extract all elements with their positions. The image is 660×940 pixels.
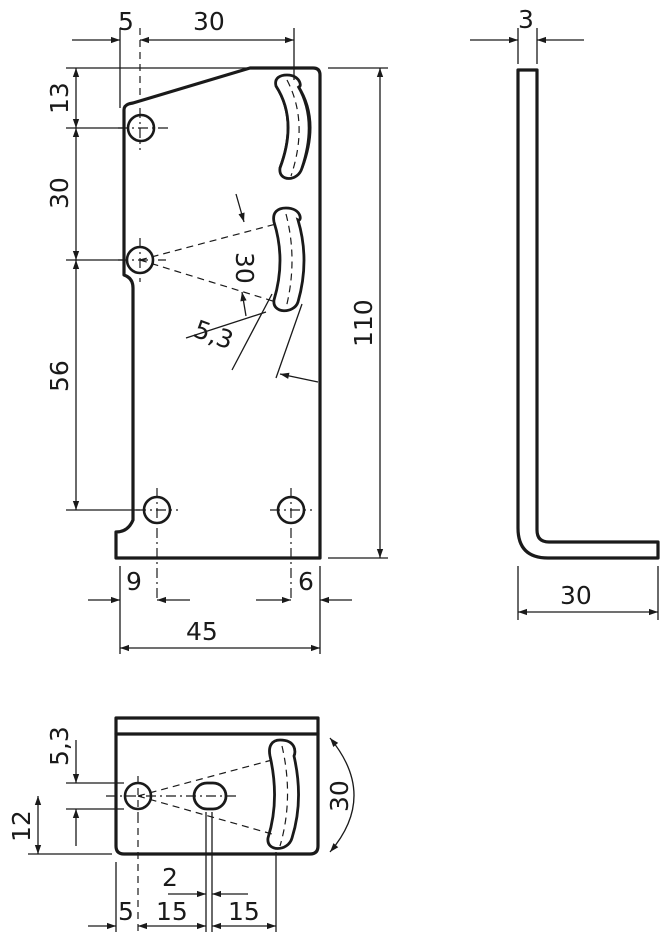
ext-slot-width-b [275, 303, 303, 379]
dim-bv-left-offset: 5 [118, 897, 134, 926]
bottom-view: 5,3 12 30 2 5 15 15 [7, 716, 355, 932]
dim-slot-angle-arrow-bottom [240, 291, 247, 317]
dim-bv-spacing-2: 15 [228, 897, 260, 926]
dim-flange: 30 [560, 581, 592, 610]
dim-bottom-angle: 30 [325, 780, 354, 812]
dim-top-offset: 5 [118, 7, 134, 36]
dim-width: 45 [186, 617, 218, 646]
arc-slot-middle [272, 206, 306, 313]
arc-slot-upper-body [274, 73, 311, 180]
dim-bottom-angle-arc [329, 737, 355, 853]
bottom-arc-slot-centerline [279, 745, 289, 847]
bottom-arc-slot [266, 738, 300, 850]
bottom-view-outline [114, 716, 320, 856]
side-view: 3 30 [470, 5, 660, 620]
slot-middle-centerline [285, 213, 293, 309]
front-view-outline [114, 66, 322, 560]
dim-right-hole-offset: 6 [298, 567, 314, 596]
dim-top-margin: 13 [45, 82, 74, 114]
dim-slot-width: 5,3 [190, 314, 237, 355]
dim-hole-spacing: 30 [45, 177, 74, 209]
slot-upper-centerline [286, 79, 300, 177]
dim-bv-small-offset: 2 [162, 863, 178, 892]
dim-bottom-height: 12 [7, 810, 36, 842]
front-view: 5 30 13 30 56 110 30 [45, 7, 388, 654]
dim-slot-angle: 30 [230, 252, 259, 284]
dim-slot-angle-arrow-top [235, 193, 245, 223]
dim-bottom-slot-width: 5,3 [45, 726, 74, 766]
dim-height: 110 [349, 299, 378, 347]
side-view-profile [516, 68, 660, 560]
dim-slot-width-leader [185, 311, 267, 339]
dim-thickness: 3 [518, 5, 534, 34]
dim-slot-width-arrow [279, 372, 319, 383]
dim-lower-spacing: 56 [45, 360, 74, 392]
dim-left-hole-offset: 9 [126, 567, 142, 596]
dim-top-width: 30 [193, 7, 225, 36]
ext-slot-width-a [231, 293, 273, 371]
front-dimensions: 5 30 13 30 56 110 30 [45, 7, 388, 654]
dim-bv-spacing-1: 15 [156, 897, 188, 926]
